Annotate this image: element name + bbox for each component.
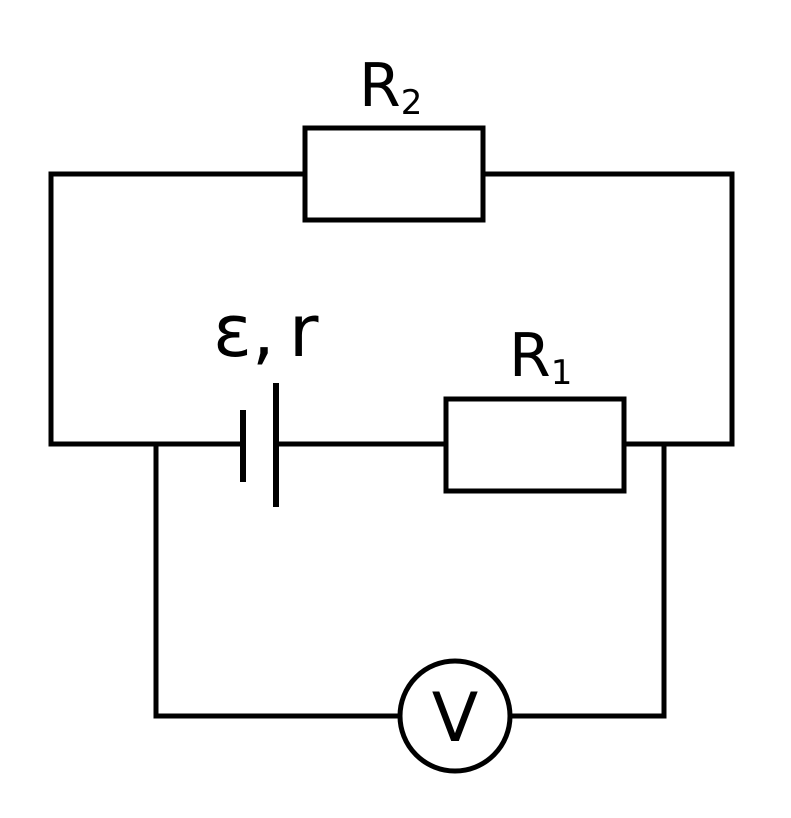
wire-voltmeter-right	[507, 441, 667, 719]
wire-top-right	[480, 171, 735, 447]
resistor-r2	[302, 125, 486, 223]
outer-loop-wires	[48, 171, 735, 447]
label-r2-subscript: 2	[401, 83, 423, 123]
voltmeter-circle	[397, 658, 513, 774]
label-r2-main: R	[359, 51, 401, 121]
voltmeter-label: V	[432, 679, 479, 758]
label-internal-resistance: r	[289, 289, 319, 373]
wire-top-left	[48, 171, 308, 447]
label-r1-main: R	[509, 321, 551, 391]
label-source: ε,r	[213, 289, 319, 373]
label-r1: R1	[509, 321, 572, 393]
wire-voltmeter-left	[153, 441, 403, 719]
voltmeter-branch-wires	[153, 441, 667, 719]
battery-symbol	[240, 383, 279, 507]
label-source-separator: ,	[252, 289, 275, 373]
resistor-r1	[443, 396, 627, 494]
label-emf: ε	[213, 289, 252, 373]
label-r1-subscript: 1	[551, 353, 573, 393]
label-r2: R2	[359, 51, 422, 123]
